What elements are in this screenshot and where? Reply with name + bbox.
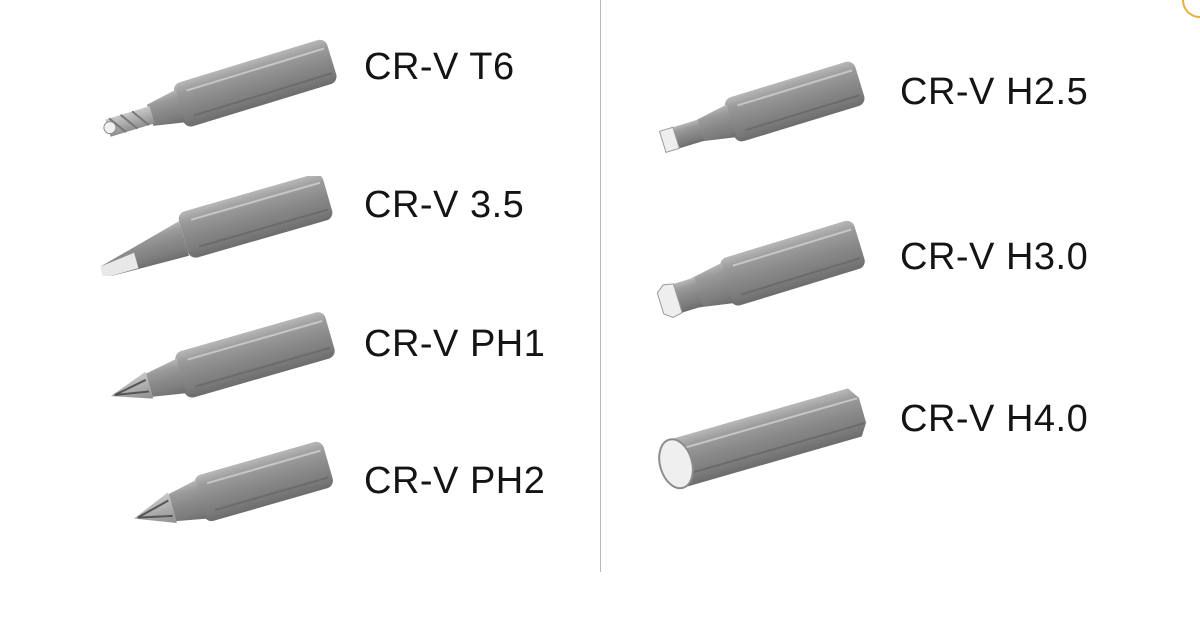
hex-bit-icon: [652, 212, 872, 337]
bit-label-t6: CR-V T6: [364, 46, 515, 88]
flat-bit-icon: [90, 173, 340, 281]
bit-label-ph2: CR-V PH2: [364, 460, 546, 502]
hex-bit-icon: [652, 55, 872, 170]
bit-label-h2-5: CR-V H2.5: [900, 71, 1089, 113]
corner-accent: [1182, 0, 1200, 18]
hex-bit-icon: [650, 382, 875, 497]
bit-label-3-5: CR-V 3.5: [364, 184, 525, 226]
bit-label-h3-0: CR-V H3.0: [900, 236, 1089, 278]
torx-bit-icon: [96, 35, 341, 150]
bit-label-h4-0: CR-V H4.0: [900, 398, 1089, 440]
bit-label-ph1: CR-V PH1: [364, 323, 546, 365]
phillips-bit-icon: [100, 312, 340, 417]
phillips-bit-icon: [124, 440, 339, 545]
column-divider: [600, 0, 601, 572]
